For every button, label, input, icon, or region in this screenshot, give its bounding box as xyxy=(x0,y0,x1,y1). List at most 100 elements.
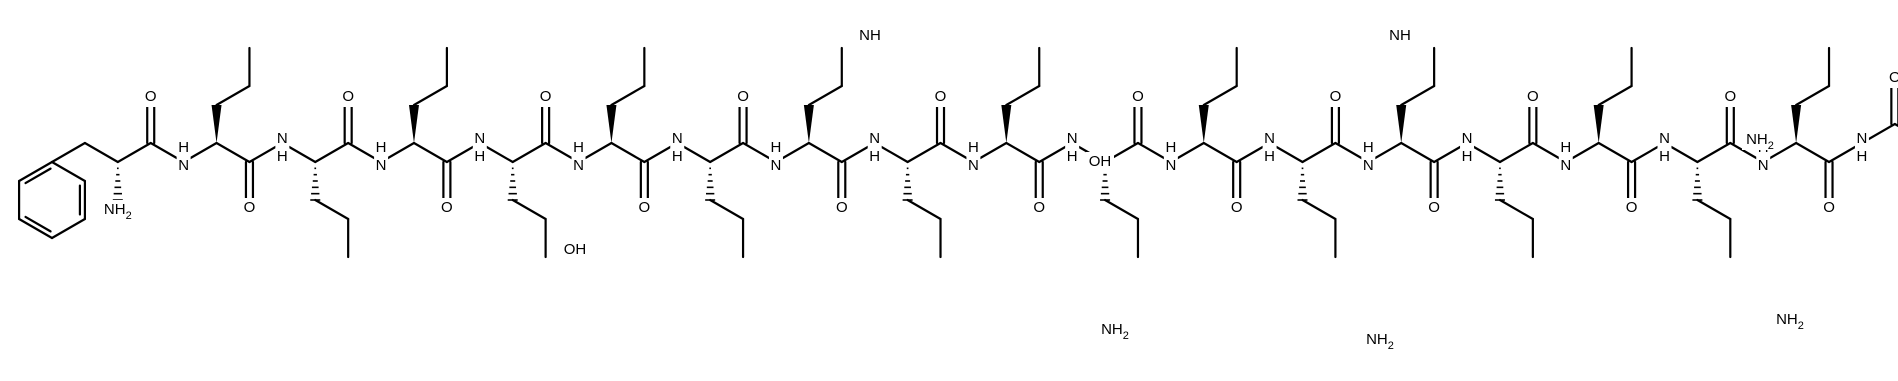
side-chain-bond xyxy=(1301,198,1337,221)
atom-symbol: H xyxy=(771,139,782,156)
amide-nitrogen: N xyxy=(1065,129,1080,149)
phenyl-ring-1-bond xyxy=(17,160,54,183)
atom-symbol: N xyxy=(1560,157,1571,174)
amide-hydrogen: H xyxy=(769,138,782,158)
atom-symbol: H xyxy=(573,139,584,156)
amide-nitrogen: N xyxy=(1854,129,1869,149)
atom-symbol: N xyxy=(968,157,979,174)
amide-nitrogen: N xyxy=(275,129,290,149)
atom-symbol: O xyxy=(1231,199,1243,216)
label-background xyxy=(1886,68,1898,88)
side-chain-bond xyxy=(1597,84,1633,107)
amide-nitrogen: N xyxy=(670,129,685,149)
amide-hydrogen: H xyxy=(1559,138,1572,158)
label-background xyxy=(1658,147,1671,167)
amide-hydrogen: H xyxy=(1263,147,1276,167)
atom-symbol: H xyxy=(277,148,288,165)
atom-subscript: 2 xyxy=(1123,330,1129,342)
atom-symbol: NH xyxy=(859,27,881,44)
amide-hydrogen: H xyxy=(1066,147,1079,167)
amino-group: NH2 xyxy=(99,200,136,222)
amide-nitrogen: N xyxy=(1657,129,1672,149)
side-chain-hash xyxy=(705,167,716,201)
amide-nitrogen: N xyxy=(1361,156,1376,176)
label-background xyxy=(1097,320,1133,340)
label-background xyxy=(340,87,357,107)
label-background xyxy=(768,156,783,176)
backbone-bond xyxy=(215,141,251,164)
label-background xyxy=(276,147,289,167)
carbonyl-oxygen: O xyxy=(537,87,554,107)
amide-hydrogen: H xyxy=(1461,147,1474,167)
amide-nitrogen: N xyxy=(768,156,783,176)
atom-subscript: 2 xyxy=(1768,140,1774,152)
side-chain-bond xyxy=(215,84,251,107)
lysine-amine: NH2 xyxy=(1097,320,1133,342)
atom-symbol: H xyxy=(1462,148,1473,165)
label-background xyxy=(1164,138,1177,158)
amide-hydrogen: H xyxy=(276,147,289,167)
carbonyl-oxygen: O xyxy=(1821,198,1838,218)
label-background xyxy=(1461,147,1474,167)
carbonyl-oxygen: O xyxy=(636,198,653,218)
amide-hydrogen: H xyxy=(473,147,486,167)
atom-symbol: N xyxy=(1264,130,1275,147)
backbone-bond xyxy=(807,141,843,164)
carbonyl-oxygen: O xyxy=(1426,198,1443,218)
atom-symbol: N xyxy=(1067,130,1078,147)
guanidine-nh: NH xyxy=(856,26,884,46)
label-background xyxy=(1854,129,1869,149)
atom-symbol: H xyxy=(968,139,979,156)
atom-text: NH xyxy=(1746,131,1768,148)
side-chain-wedge xyxy=(1198,105,1209,143)
backbone-bond xyxy=(116,141,152,164)
label-background xyxy=(1263,147,1276,167)
backbone-bond xyxy=(1202,141,1238,164)
carbonyl-oxygen: O xyxy=(833,198,850,218)
guanidine-nh: NH xyxy=(1386,26,1414,46)
carbonyl-oxygen: O xyxy=(1327,87,1344,107)
phenyl-ring-1-bond xyxy=(50,160,87,183)
phenyl-ring-1-bond xyxy=(50,217,87,240)
label-background xyxy=(375,138,388,158)
amide-hydrogen: H xyxy=(1855,147,1868,167)
atom-symbol: O xyxy=(1033,199,1045,216)
amide-nh2-terminal: NH2 xyxy=(1772,310,1808,332)
atom-symbol: O xyxy=(1724,88,1736,105)
side-chain-hash xyxy=(902,167,913,201)
side-chain-wedge xyxy=(1593,105,1604,143)
backbone-bond xyxy=(1400,141,1436,164)
label-background xyxy=(932,87,949,107)
amide-nh2: NH2 xyxy=(1742,130,1778,152)
amide-hydrogen: H xyxy=(177,138,190,158)
benzyl-bond xyxy=(50,141,87,164)
atom-symbol: O xyxy=(244,199,256,216)
side-chain-bond xyxy=(511,198,547,221)
atom-symbol: O xyxy=(1428,199,1440,216)
label-background xyxy=(1460,129,1475,149)
label-background xyxy=(868,147,881,167)
backbone-bond xyxy=(1301,141,1337,164)
atom-text: NH xyxy=(1101,321,1123,338)
label-background xyxy=(1361,156,1376,176)
atom-symbol: N xyxy=(1857,130,1868,147)
amide-nitrogen: N xyxy=(1558,156,1573,176)
side-chain-wedge xyxy=(408,105,419,143)
acid-oxygen: O xyxy=(1886,68,1898,88)
amide-nitrogen: N xyxy=(867,129,882,149)
label-background xyxy=(833,198,850,218)
atom-symbol: O xyxy=(639,199,651,216)
label-background xyxy=(142,87,159,107)
amide-nitrogen: N xyxy=(1262,129,1277,149)
atom-text: NH xyxy=(1776,311,1798,328)
backbone-bond xyxy=(1696,141,1732,164)
atom-symbol: H xyxy=(869,148,880,165)
carbonyl-oxygen: O xyxy=(932,87,949,107)
carbonyl-oxygen: O xyxy=(142,87,159,107)
atom-subscript: 2 xyxy=(1798,320,1804,332)
atom-text: NH xyxy=(104,201,126,218)
backbone-bond xyxy=(906,141,942,164)
lysine-amine-2: NH2 xyxy=(1362,330,1398,352)
label-background xyxy=(1821,198,1838,218)
